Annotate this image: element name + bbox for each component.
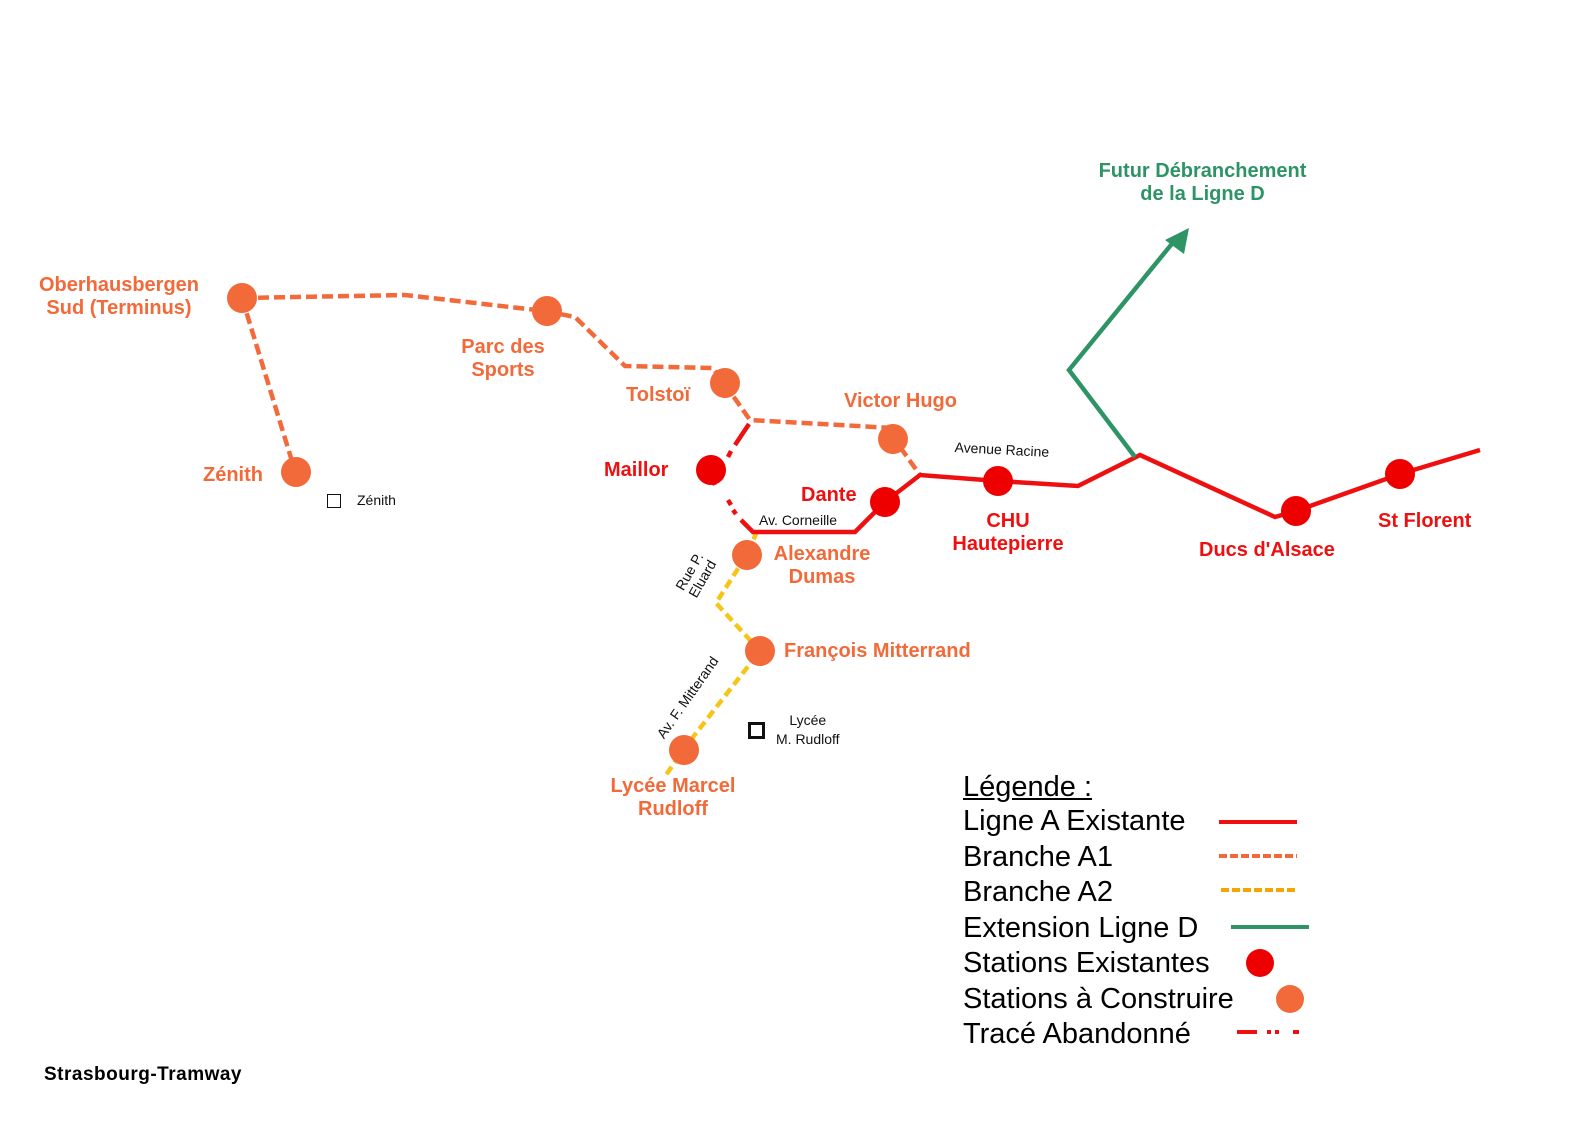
station-label-line: Parc des xyxy=(461,336,545,358)
poi-label-zenith: Zénith xyxy=(357,492,396,508)
a1-segment-zenith xyxy=(239,297,298,472)
poi-square-icon xyxy=(327,494,341,508)
station-label-line: Alexandre xyxy=(773,543,871,565)
solid-red-line-icon xyxy=(1219,820,1297,824)
station-label-alexandre-dumas: Alexandre Dumas xyxy=(764,543,880,589)
branche-a1-route xyxy=(239,292,922,477)
legend-item-ligne-d: Extension Ligne D xyxy=(963,911,1309,947)
station-label-dante: Dante xyxy=(801,484,857,506)
station-dot-st-florent[interactable] xyxy=(1385,459,1415,489)
station-label-st-florent: St Florent xyxy=(1378,510,1472,532)
station-label-line: Oberhausbergen xyxy=(38,274,200,296)
station-dot-alexandre-dumas[interactable] xyxy=(732,540,762,570)
station-dot-chu-hautepierre[interactable] xyxy=(983,466,1013,496)
legend-label: Branche A2 xyxy=(963,876,1113,908)
dash-dot-red-line-icon xyxy=(1237,1030,1299,1034)
station-label-line: Rudloff xyxy=(638,798,708,820)
legend-label: Branche A1 xyxy=(963,840,1113,873)
station-label-tolstoi: Tolstoï xyxy=(626,384,691,406)
legend: Légende : Ligne A Existante Branche A1 B… xyxy=(963,770,1309,1053)
legend-item-trace-abandonne: Tracé Abandonné xyxy=(963,1017,1299,1053)
legend-title: Légende : xyxy=(963,771,1093,803)
legend-label: Ligne A Existante xyxy=(963,805,1186,837)
station-label-oberhausbergen: Oberhausbergen Sud (Terminus) xyxy=(26,274,212,320)
abandoned-dot xyxy=(731,508,738,516)
legend-item-stations-a-construire: Stations à Construire xyxy=(963,982,1304,1018)
station-dot-dante[interactable] xyxy=(870,487,900,517)
legend-item-branche-a2: Branche A2 xyxy=(963,875,1297,911)
abandoned-dot xyxy=(726,498,733,507)
ligne-d-annotation: Futur Débranchement de la Ligne D xyxy=(1080,160,1325,206)
abandoned-dash xyxy=(733,422,751,447)
poi-label-line: Lycée xyxy=(789,712,827,728)
station-dot-francois-mitterrand[interactable] xyxy=(745,636,775,666)
station-dot-parc-des-sports[interactable] xyxy=(532,296,562,326)
street-label-av-corneille: Av. Corneille xyxy=(759,512,838,528)
legend-item-stations-existantes: Stations Existantes xyxy=(963,946,1274,982)
poi-label-lycee: Lycée M. Rudloff xyxy=(776,711,840,749)
station-dot-maillor[interactable] xyxy=(696,455,726,485)
red-dot-icon xyxy=(1246,949,1274,977)
legend-item-branche-a1: Branche A1 xyxy=(963,840,1297,876)
station-dot-lycee-marcel-rudloff[interactable] xyxy=(669,735,699,765)
station-label-lycee-marcel-rudloff: Lycée Marcel Rudloff xyxy=(600,775,746,821)
ligne-d-extension xyxy=(1066,228,1189,459)
station-label-francois-mitterrand: François Mitterrand xyxy=(784,640,971,662)
station-label-line: Lycée Marcel xyxy=(610,775,736,797)
poi-square-icon xyxy=(748,722,765,739)
station-dot-ducs-dalsace[interactable] xyxy=(1281,496,1311,526)
dashed-yellow-line-icon xyxy=(1221,888,1297,892)
station-label-victor-hugo: Victor Hugo xyxy=(844,390,957,412)
arrow-head-icon xyxy=(1165,228,1189,254)
station-dot-tolstoi[interactable] xyxy=(710,368,740,398)
station-label-line: Dumas xyxy=(788,566,856,588)
station-dot-zenith[interactable] xyxy=(281,457,311,487)
stations xyxy=(227,283,1415,765)
solid-green-line-icon xyxy=(1231,924,1309,929)
annotation-line: Futur Débranchement xyxy=(1098,160,1307,182)
station-label-parc-des-sports: Parc des Sports xyxy=(450,336,556,382)
orange-dot-icon xyxy=(1276,984,1304,1013)
station-label-line: Sud (Terminus) xyxy=(46,297,192,319)
legend-label: Stations Existantes xyxy=(963,947,1210,979)
station-label-zenith: Zénith xyxy=(203,464,263,486)
a1-segment-main xyxy=(241,292,922,477)
abandoned-dot xyxy=(725,449,734,459)
station-label-line: Sports xyxy=(471,359,535,381)
footer-title: Strasbourg-Tramway xyxy=(44,1064,242,1085)
station-dot-oberhausbergen[interactable] xyxy=(227,283,257,313)
dashed-orange-line-icon xyxy=(1219,853,1297,858)
station-label-ducs-dalsace: Ducs d'Alsace xyxy=(1199,539,1335,561)
station-label-line: Hautepierre xyxy=(952,533,1064,555)
poi-label-line: M. Rudloff xyxy=(776,731,840,747)
legend-label: Extension Ligne D xyxy=(963,911,1199,944)
station-label-chu-hautepierre: CHU Hautepierre xyxy=(944,510,1072,556)
station-dot-victor-hugo[interactable] xyxy=(878,424,908,454)
legend-label: Tracé Abandonné xyxy=(963,1018,1191,1050)
station-label-line: CHU xyxy=(986,510,1030,532)
ligne-a-route xyxy=(739,447,1481,535)
legend-item-ligne-a: Ligne A Existante xyxy=(963,804,1297,840)
annotation-line: de la Ligne D xyxy=(1140,183,1265,205)
legend-label: Stations à Construire xyxy=(963,982,1234,1015)
station-label-maillor: Maillor xyxy=(604,459,669,481)
